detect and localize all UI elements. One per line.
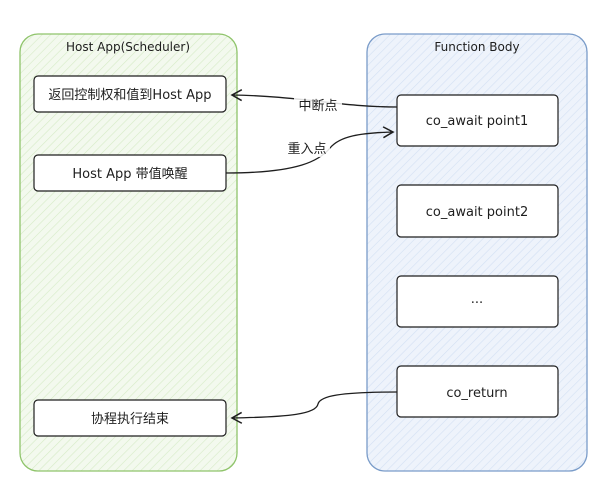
function-box-ellipsis: ... (396, 275, 559, 328)
host-box-coroutine-finished: 协程执行结束 (33, 399, 227, 437)
host-app-panel-title: Host App(Scheduler) (66, 40, 190, 54)
host-app-panel-background (19, 33, 238, 472)
function-box-co-return: co_return (396, 365, 559, 418)
host-box-resume-with-value: Host App 带值唤醒 (33, 154, 227, 192)
host-box-return-control: 返回控制权和值到Host App (33, 75, 227, 113)
function-box-await-point2-label: co_await point2 (426, 205, 528, 220)
suspend-arrow: 中断点 (230, 89, 398, 114)
host-app-panel: Host App(Scheduler) (19, 33, 238, 472)
function-body-panel-title: Function Body (434, 40, 519, 54)
resume-arrow: 重入点 (225, 126, 395, 174)
suspend-point-label: 中断点 (298, 99, 337, 114)
function-box-ellipsis-label: ... (471, 292, 483, 307)
function-box-await-point1: co_await point1 (396, 94, 559, 147)
function-box-co-return-label: co_return (446, 386, 507, 401)
host-box-return-control-label: 返回控制权和值到Host App (48, 87, 211, 103)
function-box-await-point1-label: co_await point1 (426, 114, 528, 129)
host-box-coroutine-finished-label: 协程执行结束 (91, 412, 169, 427)
host-box-resume-with-value-label: Host App 带值唤醒 (72, 166, 187, 182)
return-arrow (230, 391, 398, 424)
function-box-await-point2: co_await point2 (396, 184, 559, 238)
resume-point-label: 重入点 (287, 141, 326, 157)
